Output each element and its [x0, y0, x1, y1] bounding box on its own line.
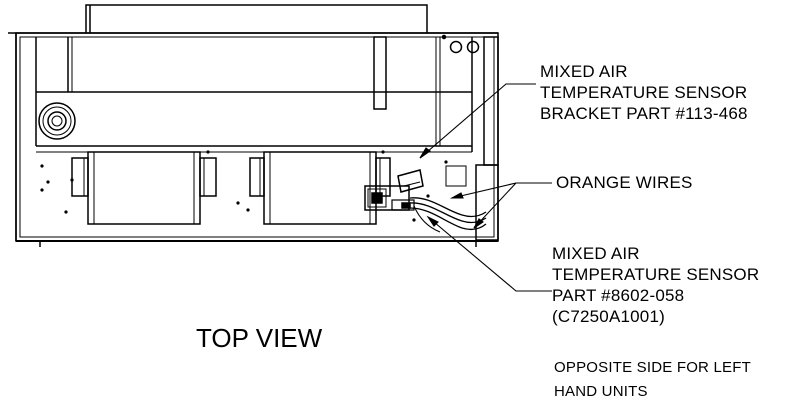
- leader-lines: [419, 83, 552, 292]
- sensor-callout-line-1: MIXED AIR: [552, 244, 640, 263]
- sensor-callout-line-2: TEMPERATURE SENSOR: [552, 265, 760, 284]
- bracket-callout-line-1: MIXED AIR: [540, 62, 628, 81]
- sensor-callout-line-4: (C7250A1001): [552, 307, 665, 326]
- view-title: TOP VIEW: [196, 323, 323, 353]
- left-hand-note-line-2: HAND UNITS: [554, 383, 648, 400]
- sensor-callout-line-3: PART #8602-058: [552, 286, 685, 305]
- orange-wires-label: ORANGE WIRES: [556, 173, 693, 192]
- drain-fitting: [38, 102, 76, 140]
- bracket-callout-line-3: BRACKET PART #113-468: [540, 104, 748, 123]
- blower-left: [71, 151, 217, 225]
- bracket-callout-line-2: TEMPERATURE SENSOR: [540, 83, 748, 102]
- unit-housing: [8, 32, 499, 247]
- sensor-bracket: [397, 165, 467, 193]
- upper-compartment: [35, 34, 480, 153]
- rivet-dots: [40, 150, 448, 222]
- left-hand-note-line-1: OPPOSITE SIDE FOR LEFT: [554, 359, 751, 376]
- left-hand-note: OPPOSITE SIDE FOR LEFT HAND UNITS: [554, 358, 751, 402]
- top-panel: [85, 4, 428, 33]
- blower-right: [249, 151, 391, 225]
- bracket-callout: MIXED AIR TEMPERATURE SENSOR BRACKET PAR…: [540, 61, 748, 124]
- temperature-sensor: [364, 185, 415, 211]
- sensor-callout: MIXED AIR TEMPERATURE SENSOR PART #8602-…: [552, 243, 759, 327]
